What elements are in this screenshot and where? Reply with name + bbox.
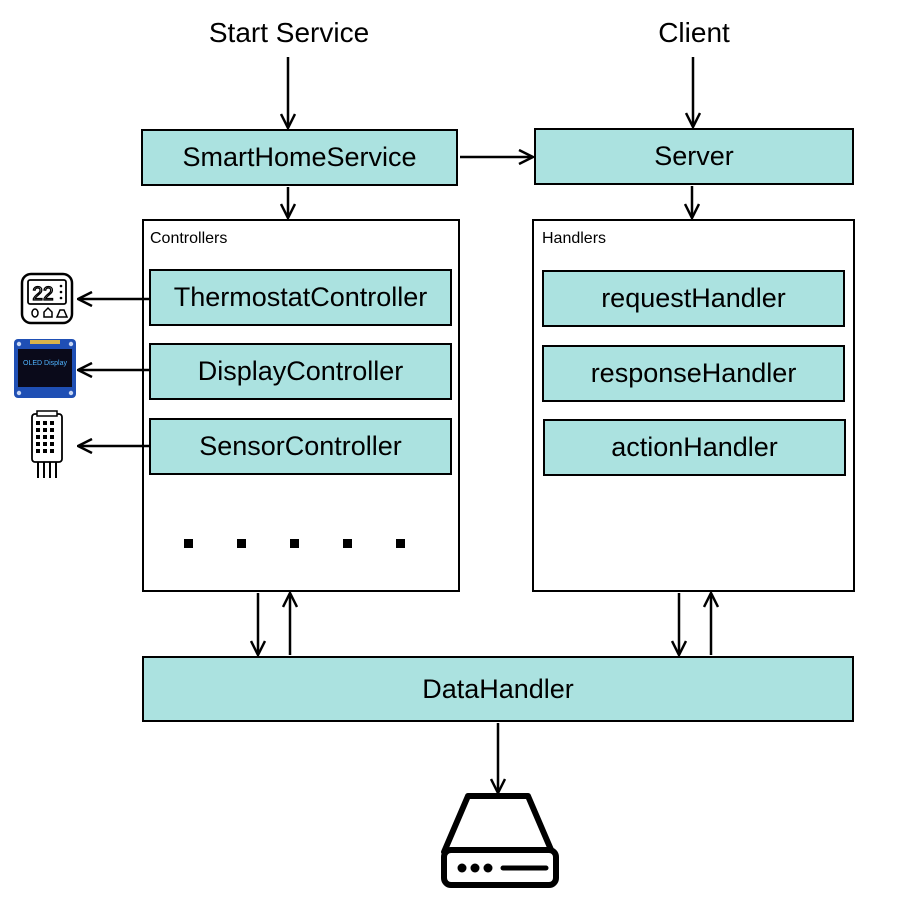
- hard-drive-icon: [441, 793, 559, 888]
- thermostat-icon: 22: [20, 272, 74, 325]
- ellipsis-dot: [396, 539, 405, 548]
- handlers-panel-title: Handlers: [542, 230, 607, 247]
- thermostat-controller-box: ThermostatController: [149, 269, 452, 326]
- ellipsis-dot: [237, 539, 246, 548]
- data-handler-box: DataHandler: [142, 656, 854, 722]
- ellipsis-dot: [184, 539, 193, 548]
- ellipsis-dot: [343, 539, 352, 548]
- oled-display-icon: OLED Display: [14, 339, 76, 398]
- dht-sensor-icon: [31, 410, 63, 478]
- display-controller-box: DisplayController: [149, 343, 452, 400]
- oled-display-text: OLED Display: [23, 360, 67, 367]
- server-box: Server: [534, 128, 854, 185]
- client-label: Client: [658, 17, 730, 48]
- controllers-panel-title: Controllers: [150, 230, 228, 247]
- ellipsis-dot: [290, 539, 299, 548]
- response-handler-box: responseHandler: [542, 345, 845, 402]
- request-handler-box: requestHandler: [542, 270, 845, 327]
- thermostat-reading: 22: [32, 284, 53, 305]
- start-service-label: Start Service: [208, 17, 370, 48]
- smart-home-service-box: SmartHomeService: [141, 129, 458, 186]
- action-handler-box: actionHandler: [543, 419, 846, 476]
- sensor-controller-box: SensorController: [149, 418, 452, 475]
